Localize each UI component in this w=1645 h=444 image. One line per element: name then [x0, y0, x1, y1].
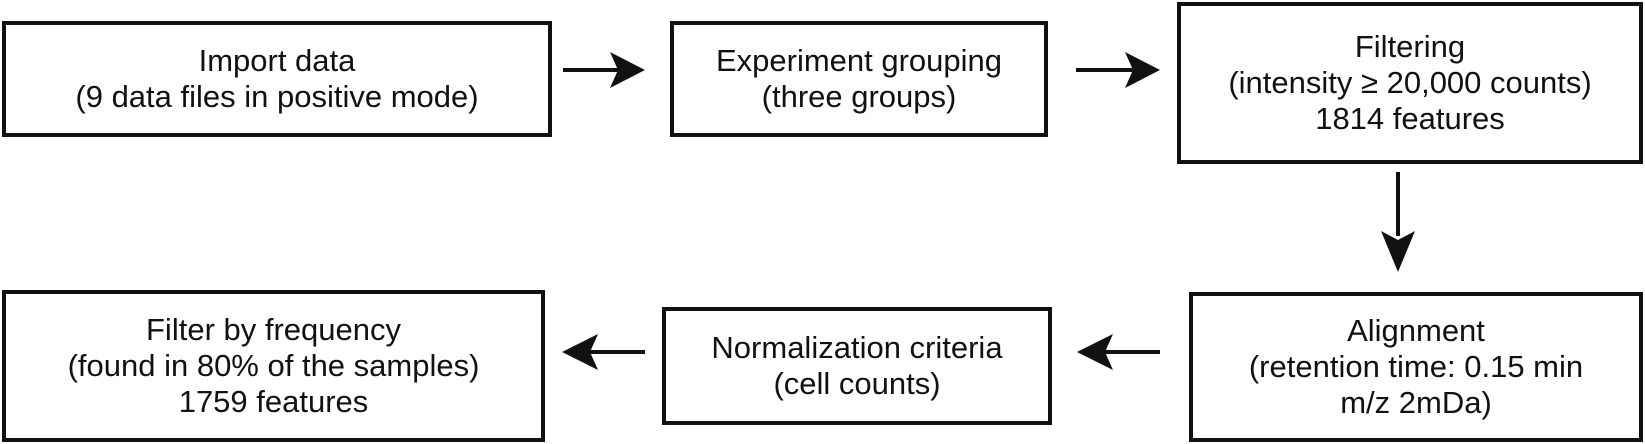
- import-data-box: Import data (9 data files in positive mo…: [2, 21, 552, 137]
- alignment-box: Alignment (retention time: 0.15 min m/z …: [1189, 292, 1643, 442]
- normalization-box: Normalization criteria (cell counts): [662, 307, 1052, 425]
- arrowhead-right-1: [610, 52, 645, 88]
- filtering-box: Filtering (intensity ≥ 20,000 counts) 18…: [1177, 2, 1643, 164]
- alignment-retention-time: (retention time: 0.15 min: [1248, 349, 1584, 384]
- arrowhead-left-2: [562, 334, 598, 370]
- filter-frequency-title: Filter by frequency: [146, 312, 401, 347]
- filtering-title: Filtering: [1354, 29, 1466, 64]
- import-data-title: Import data: [198, 43, 356, 78]
- alignment-mz: m/z 2mDa): [1340, 385, 1492, 420]
- normalization-detail: (cell counts): [773, 366, 941, 401]
- filtering-feature-count: 1814 features: [1315, 101, 1505, 136]
- experiment-grouping-box: Experiment grouping (three groups): [670, 21, 1048, 137]
- arrowhead-left-1: [1077, 334, 1113, 370]
- filtering-criteria: (intensity ≥ 20,000 counts): [1228, 65, 1592, 100]
- filter-frequency-box: Filter by frequency (found in 80% of the…: [2, 290, 545, 442]
- alignment-title: Alignment: [1347, 313, 1485, 348]
- filter-frequency-feature-count: 1759 features: [178, 384, 369, 419]
- filter-frequency-detail: (found in 80% of the samples): [67, 348, 480, 383]
- arrowhead-down: [1381, 231, 1415, 272]
- normalization-title: Normalization criteria: [711, 330, 1003, 365]
- experiment-grouping-detail: (three groups): [761, 79, 957, 114]
- experiment-grouping-title: Experiment grouping: [715, 43, 1003, 78]
- arrowhead-right-2: [1125, 52, 1160, 88]
- import-data-detail: (9 data files in positive mode): [75, 79, 479, 114]
